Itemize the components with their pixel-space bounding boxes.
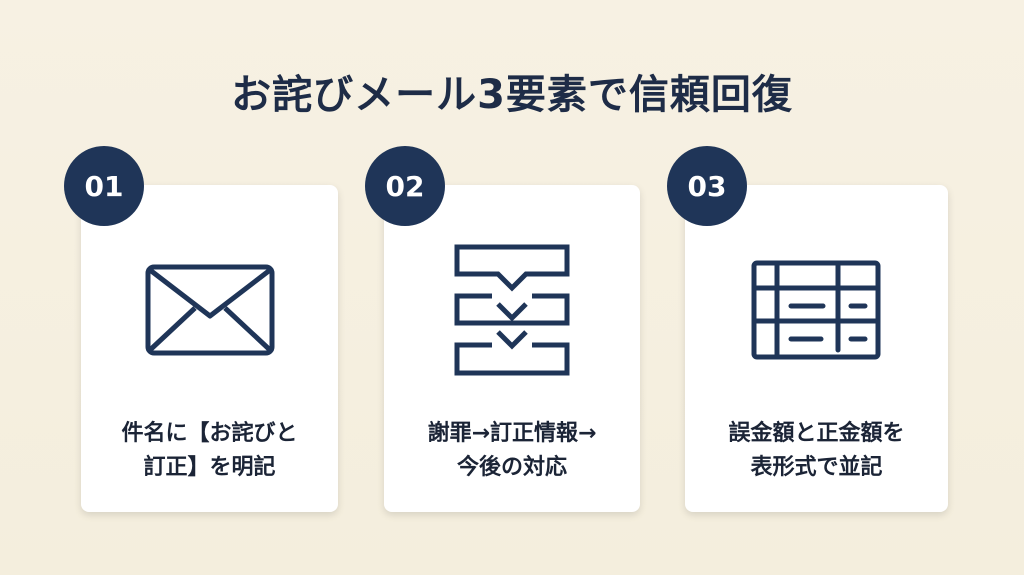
step-text-line: 訂正】を明記 [143, 455, 276, 480]
step-number-badge: 01 [64, 146, 144, 226]
step-text-line: 今後の対応 [456, 455, 567, 480]
envelope-icon [145, 264, 275, 356]
step-text-line: 誤金額と正金額を [728, 421, 905, 446]
step-text-line: 件名に【お詫びと [121, 421, 298, 446]
page-title: お詫びメール3要素で信頼回復 [231, 72, 793, 118]
flow-steps-icon [454, 244, 570, 376]
step-text: 件名に【お詫びと 訂正】を明記 [81, 417, 338, 485]
step-text: 誤金額と正金額を 表形式で並記 [685, 417, 948, 485]
step-text-line: 謝罪→訂正情報→ [427, 421, 597, 446]
step-number-badge: 03 [667, 146, 747, 226]
step-card-1: 件名に【お詫びと 訂正】を明記 [81, 185, 338, 512]
step-text: 謝罪→訂正情報→ 今後の対応 [384, 417, 640, 485]
table-icon [751, 260, 881, 360]
step-card-2: 謝罪→訂正情報→ 今後の対応 [384, 185, 640, 512]
step-number-badge: 02 [365, 146, 445, 226]
step-card-3: 誤金額と正金額を 表形式で並記 [685, 185, 948, 512]
step-text-line: 表形式で並記 [750, 455, 883, 480]
